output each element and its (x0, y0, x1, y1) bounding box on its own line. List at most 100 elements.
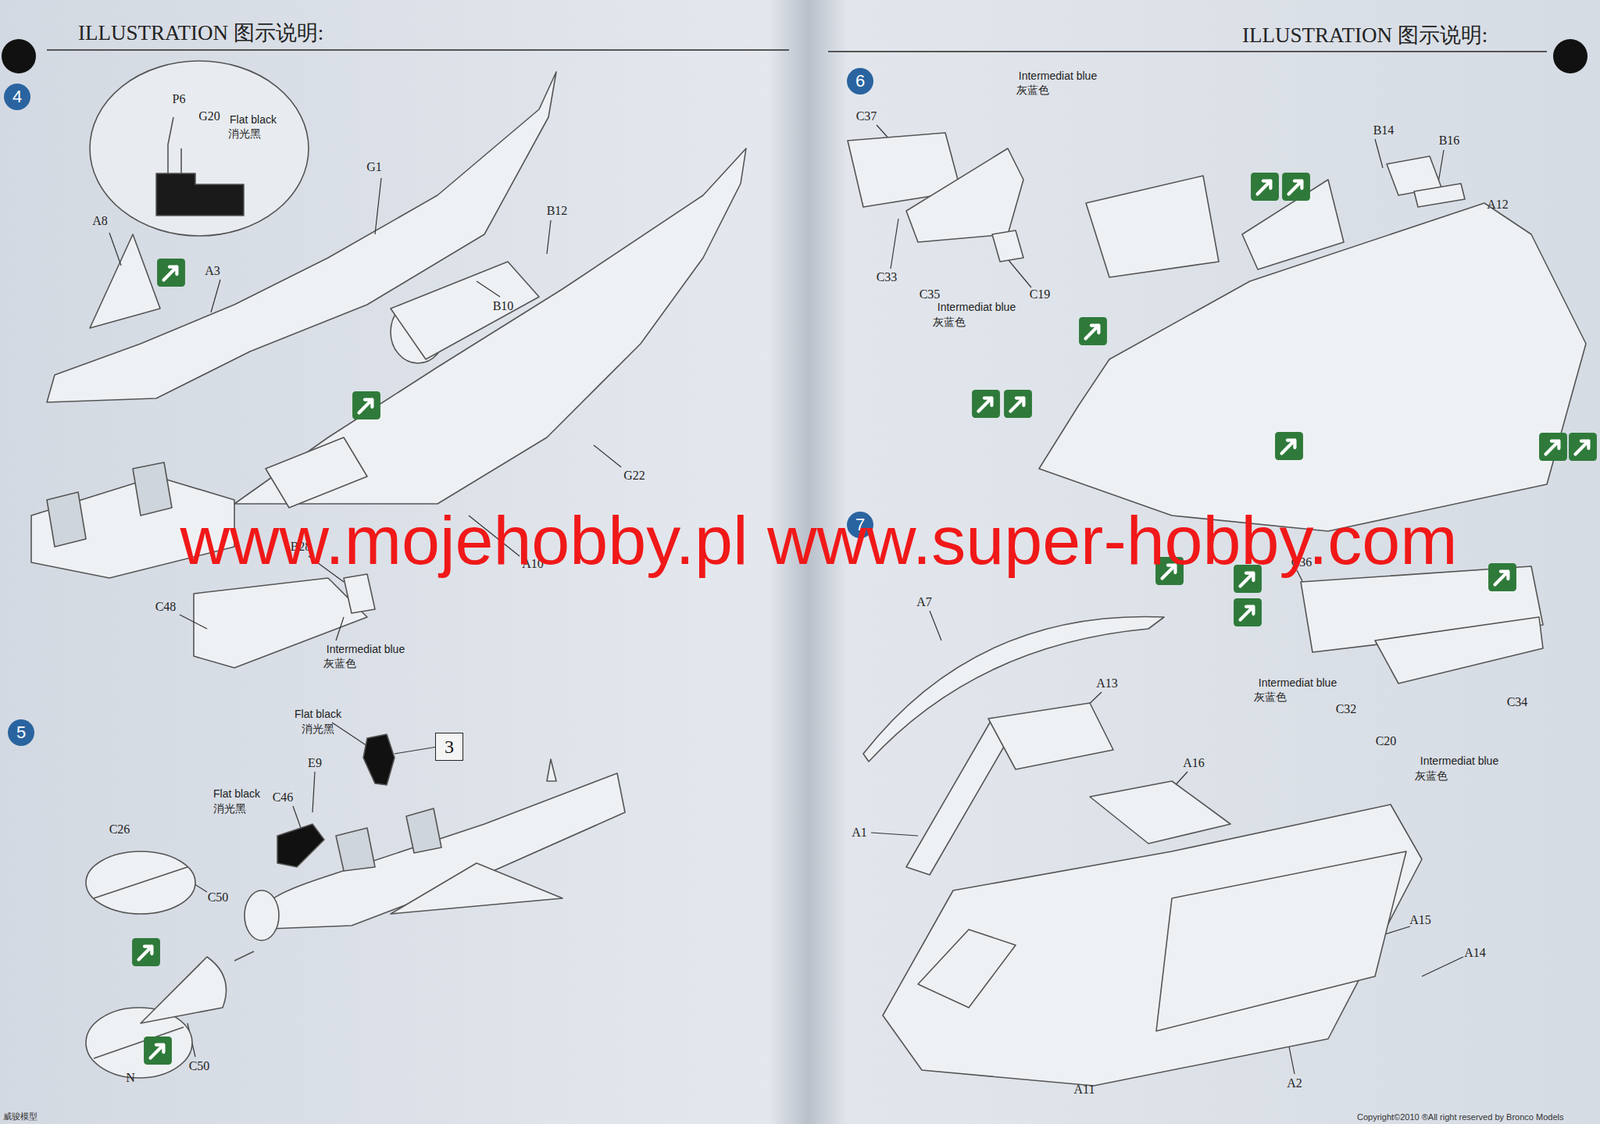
glue-symbol (1568, 432, 1597, 461)
part-number: A16 (1182, 756, 1205, 771)
part-number: B14 (1373, 123, 1395, 138)
part-number: A12 (1486, 197, 1509, 212)
glue-symbol (1275, 432, 1304, 461)
part-number: C48 (155, 600, 177, 615)
detail-circle (85, 1007, 193, 1079)
nose-ring (244, 890, 279, 941)
part-number: A15 (1409, 913, 1432, 928)
copyright-note: Copyright©2010 ®All right reserved by Br… (1357, 1112, 1564, 1122)
glue-symbols (132, 172, 1597, 1065)
cockpit-floor-c35 (906, 148, 1024, 243)
wing-a15 (1156, 851, 1407, 1032)
page-header: ILLUSTRATION 图示说明: (1242, 24, 1488, 48)
glue-symbol (1282, 172, 1311, 201)
leader-lines (109, 125, 1493, 1080)
wing-root (390, 863, 563, 915)
part-number: A1 (851, 825, 868, 840)
canopy-c46 (277, 824, 325, 868)
glue-symbol (1539, 432, 1568, 461)
part-number: C33 (876, 270, 898, 285)
nose-cone-c50 (140, 957, 227, 1024)
punch-hole (1553, 39, 1588, 74)
step-label: 5 (16, 724, 26, 742)
step-label: 4 (12, 88, 22, 106)
part-number: C35 (919, 287, 941, 302)
assembled-fuselage (250, 773, 625, 930)
step5-parts (85, 734, 625, 1079)
paint-note: Intermediat blue (1258, 677, 1337, 690)
part-number: C19 (1029, 287, 1051, 302)
paint-note: 灰蓝色 (1016, 84, 1050, 97)
part-number: C50 (189, 1059, 211, 1074)
plate-a13 (988, 703, 1114, 770)
callout-number: 3 (444, 737, 454, 757)
callout-box: 3 (435, 732, 464, 761)
intake-duct (390, 261, 540, 360)
part-number: G1 (366, 160, 383, 175)
footer-brand: 威骏模型 (3, 1112, 38, 1122)
step-number: 4 (3, 83, 31, 111)
step7-parts (863, 566, 1543, 1086)
paint-note: 灰蓝色 (932, 316, 966, 329)
glue-symbol (132, 938, 161, 967)
part-number: C34 (1507, 695, 1529, 710)
part-number: B10 (492, 299, 515, 314)
step-label: 6 (855, 72, 865, 90)
paint-note: 消光黑 (213, 803, 247, 815)
part-number: A2 (1286, 1076, 1303, 1091)
paint-note: 灰蓝色 (323, 657, 357, 670)
canopy-part-3 (363, 734, 395, 786)
p6-lever (167, 117, 182, 174)
glue-symbol (1233, 598, 1262, 627)
paint-note: Intermediat blue (326, 643, 405, 656)
header-rule (46, 49, 790, 51)
paint-note: Intermediat blue (1420, 755, 1499, 768)
ejection-seat (46, 462, 172, 547)
paint-note: 灰蓝色 (1253, 691, 1287, 704)
part-number: C26 (109, 822, 131, 837)
header-rule (828, 50, 1547, 53)
paint-note: Flat black (294, 708, 342, 721)
assembly-arrow (234, 951, 254, 961)
glue-symbol (157, 258, 186, 287)
step-number: 6 (846, 67, 874, 95)
flap-a1 (906, 718, 1016, 875)
panel-c19 (992, 230, 1024, 262)
glue-symbol (1488, 563, 1517, 592)
part-number: A13 (1096, 676, 1118, 691)
intake-box (917, 929, 1016, 1008)
part-number: A7 (916, 595, 933, 610)
part-number: C20 (1375, 734, 1397, 749)
paint-note: Intermediat blue (937, 301, 1016, 314)
paint-note: Flat black (229, 114, 277, 126)
part-number: A11 (1074, 1082, 1096, 1097)
glue-symbol (1003, 389, 1033, 418)
paint-note: Intermediat blue (1018, 70, 1097, 83)
detail-circle (89, 60, 309, 236)
glue-symbol (1078, 317, 1108, 346)
g20-panel (156, 173, 244, 216)
part-number: B12 (546, 203, 568, 218)
antenna (546, 759, 557, 782)
pitot-probe (93, 867, 188, 899)
detail-circle (85, 851, 196, 915)
cockpit-floor-c34 (1375, 617, 1543, 684)
glue-symbol (143, 1036, 172, 1065)
paint-note: Flat black (213, 788, 261, 800)
panel-b28 (343, 574, 375, 614)
part-number: A8 (92, 214, 108, 229)
paint-note: 消光黑 (301, 723, 335, 736)
part-number: C37 (856, 109, 878, 124)
page-header: ILLUSTRATION 图示说明: (78, 21, 324, 46)
ejection-seat (335, 808, 442, 872)
paint-note: 灰蓝色 (1414, 770, 1448, 783)
part-number: G22 (623, 468, 646, 483)
glue-symbol (352, 391, 381, 420)
glue-symbol (971, 389, 1000, 418)
part-number: B16 (1439, 133, 1461, 148)
paint-note: 消光黑 (228, 128, 261, 140)
part-number: A14 (1464, 946, 1486, 961)
lower-fuselage (882, 804, 1422, 1086)
